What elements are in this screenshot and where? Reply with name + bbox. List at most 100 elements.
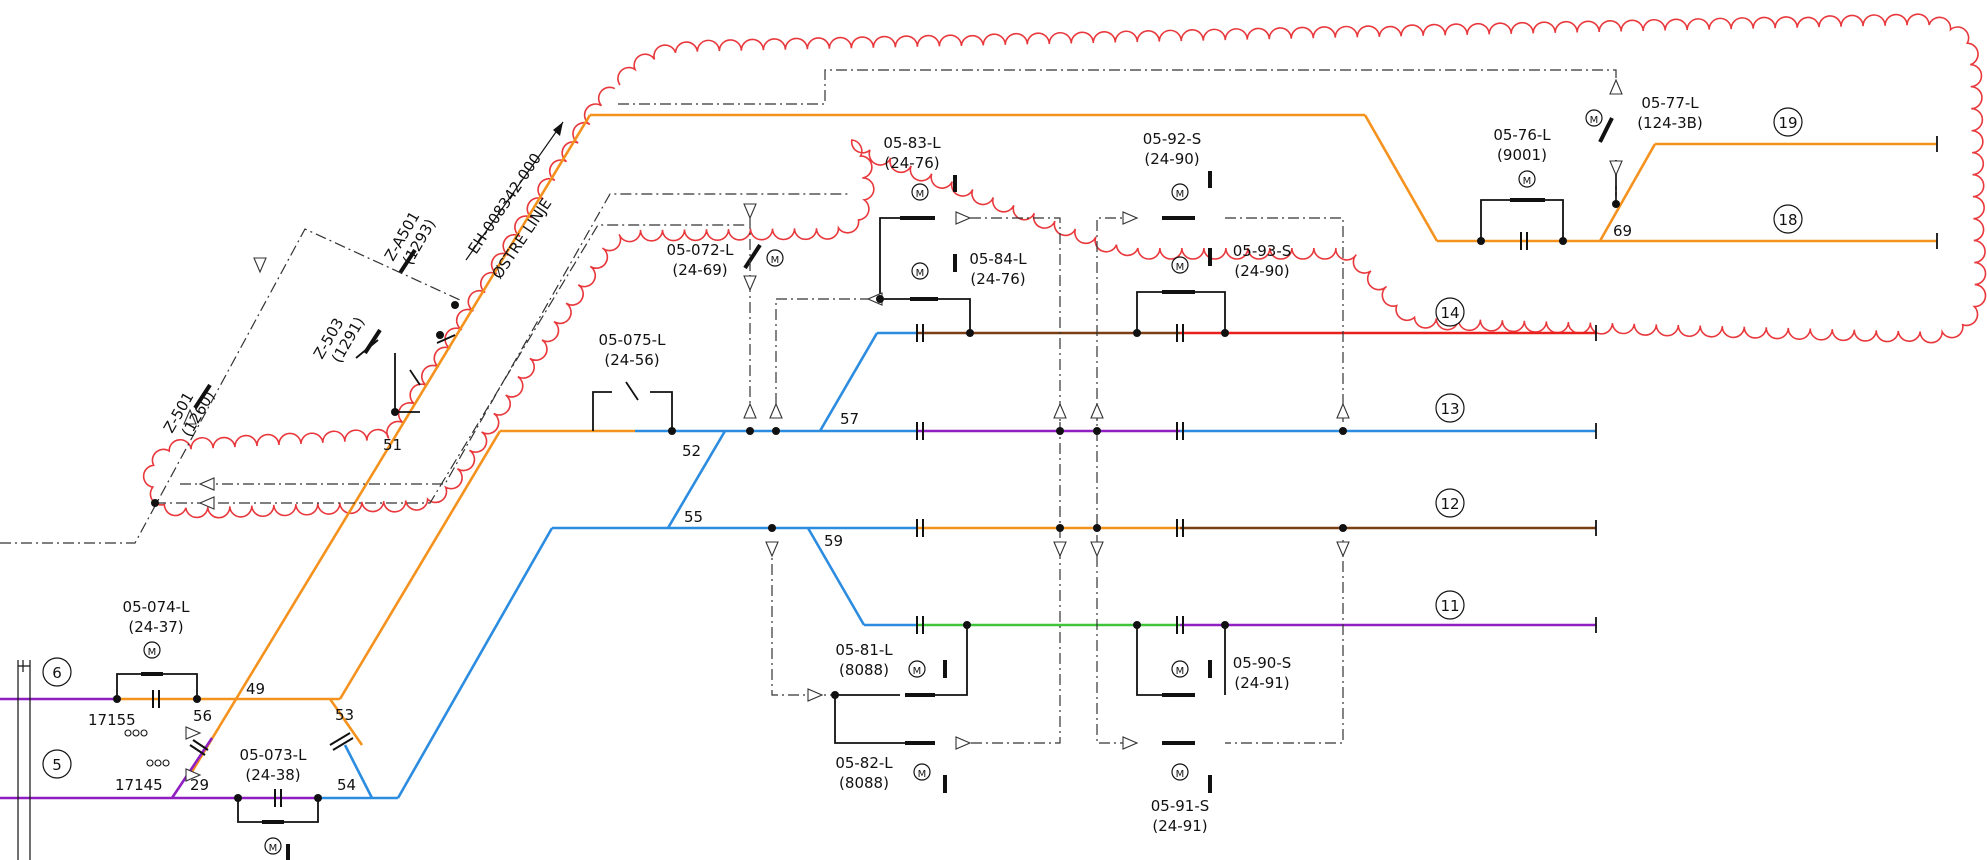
svg-text:M: M [269,843,278,854]
track-label-6: 6 [42,657,72,687]
motor-icon: M [911,183,929,201]
axle-counter-labels: 17155 17145 [88,711,163,794]
switch-number: 52 [682,442,701,460]
svg-text:M: M [1590,115,1599,126]
svg-text:M: M [1176,262,1185,273]
switch-number: 49 [246,680,265,698]
platform-bracket-left [17,660,31,860]
revision-cloud-upper [142,13,1987,519]
svg-text:13: 13 [1440,400,1459,418]
motor-icon: M [143,641,161,659]
axle-counter: 17145 [115,776,163,794]
switch-number: 54 [337,776,356,794]
switch-label: (24-90) [1144,150,1199,168]
svg-text:19: 19 [1778,114,1797,132]
track-55-blue-link [666,430,727,529]
switch-label: 05-073-L [240,746,308,764]
switch-number: 59 [824,532,843,550]
motor-icon: M [913,763,931,781]
switch-label: 05-075-L [599,331,667,349]
switch-point-bars [141,117,1614,860]
switch-label: (9001) [1497,146,1547,164]
z-device-labels: Z-501 (1260) Z-503 (1291) Z-A501 (1293) [160,208,440,440]
motor-icon: M [908,660,926,678]
switch-label: (8088) [839,774,889,792]
switch-label: (24-90) [1234,262,1289,280]
track-29-orange-diagonal [188,114,592,776]
switch-label: (24-91) [1152,817,1207,835]
switch-number: 51 [383,436,402,454]
track-18-orange-diag [1363,114,1439,242]
switch-number: 69 [1613,222,1632,240]
switch-label: 05-91-S [1151,797,1210,815]
svg-text:6: 6 [52,664,62,682]
track-59-blue-diag [806,527,866,626]
insulated-joints [152,232,1528,807]
svg-text:M: M [148,647,157,658]
switch-label: 05-072-L [667,241,735,259]
track-number-labels: 19 18 14 13 12 11 6 5 [42,107,1803,779]
motor-symbols: M M M M M M M M M M M M M [143,109,1603,855]
track-55-blue-diag [396,527,554,799]
motor-icon: M [1171,256,1189,274]
svg-text:12: 12 [1440,495,1459,513]
switch-label: (24-76) [970,270,1025,288]
track-label-12: 12 [1435,488,1465,518]
svg-text:M: M [1176,189,1185,200]
svg-text:M: M [1176,769,1185,780]
track-54-blue [343,744,374,799]
switch-label: 05-76-L [1493,126,1551,144]
switch-number-labels: 49 51 52 53 54 55 56 57 59 69 29 [190,222,1632,794]
motor-icon: M [264,837,282,855]
switch-label: (24-76) [884,154,939,172]
svg-text:5: 5 [52,756,62,774]
buffer-stops [1595,136,1938,633]
motor-icon: M [1171,763,1189,781]
motor-icon: M [1585,109,1603,127]
switch-label: 05-074-L [123,598,191,616]
line-direction: EH-008342-000 ØSTRE LINJE [464,121,564,282]
switch-label: 05-83-L [883,134,941,152]
switch-number: 55 [684,508,703,526]
track-19-orange-diag2 [1598,143,1657,242]
track-49-orange-diagonal [338,430,502,700]
motor-icon: M [766,249,784,267]
switch-label: 05-90-S [1233,654,1292,672]
junction-dots [113,200,1620,802]
track-label-11: 11 [1435,590,1465,620]
svg-text:M: M [918,769,927,780]
axle-counter: 17155 [88,711,136,729]
track-label-13: 13 [1435,393,1465,423]
motor-icon: M [1518,170,1536,188]
switch-label: (24-56) [604,351,659,369]
svg-text:M: M [1176,666,1185,677]
track-label-18: 18 [1773,204,1803,234]
switch-label: (124-3B) [1637,114,1703,132]
switch-label: (8088) [839,661,889,679]
switch-ref: (24-37) [128,618,183,636]
track-57-blue-diag [818,332,879,432]
switch-label: 05-92-S [1143,130,1202,148]
switch-label: 05-93-S [1233,242,1292,260]
switch-label: 05-82-L [835,754,893,772]
motor-icon: M [911,262,929,280]
svg-text:M: M [916,268,925,279]
axle-counter-symbols [124,729,170,767]
control-cable-routes [0,69,1617,744]
switch-label: (24-38) [245,766,300,784]
motor-icon: M [1171,660,1189,678]
svg-text:M: M [1523,176,1532,187]
switch-number: 29 [190,776,209,794]
svg-text:18: 18 [1778,211,1797,229]
track-label-5: 5 [42,749,72,779]
track-53-orange [328,698,364,746]
switch-label: 05-77-L [1641,94,1699,112]
control-arrows [183,78,1623,782]
svg-text:14: 14 [1440,304,1459,322]
switch-name-labels: 05-074-L (24-37) 05-073-L (24-38) 05-075… [123,94,1703,835]
switch-label: 05-84-L [969,250,1027,268]
motor-icon: M [1171,183,1189,201]
svg-text:M: M [913,666,922,677]
switch-number: 56 [193,707,212,725]
